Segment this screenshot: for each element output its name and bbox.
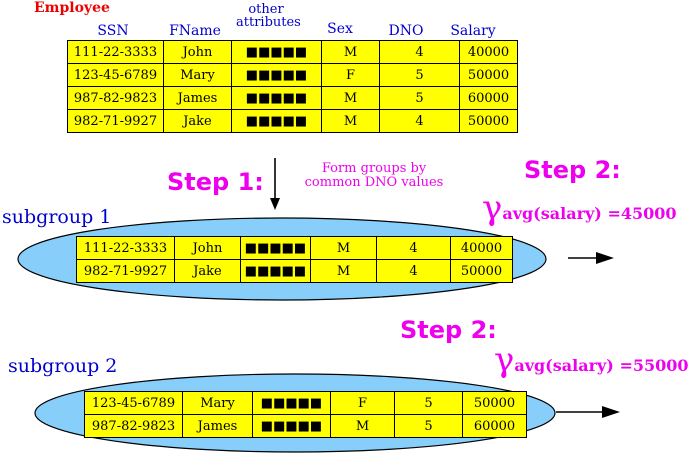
cell-sex: M xyxy=(321,86,380,110)
cell-salary: 60000 xyxy=(462,414,527,438)
table-row: 123-45-6789 Mary ■■■■■ F 5 50000 xyxy=(67,63,518,87)
table-row: 111-22-3333 John ■■■■■ M 4 40000 xyxy=(76,236,513,260)
subgroup-2-label: subgroup 2 xyxy=(8,355,118,377)
cell-fname: John xyxy=(163,40,232,64)
cell-salary: 50000 xyxy=(450,259,513,283)
cell-fname: James xyxy=(163,86,232,110)
cell-dno: 4 xyxy=(376,259,451,283)
step-1-note-line-1: Form groups by xyxy=(321,161,427,176)
cell-ssn: 123-45-6789 xyxy=(67,63,164,87)
cell-fname: Mary xyxy=(182,391,253,415)
gamma-symbol: γ xyxy=(494,340,515,380)
subgroup-2-table: 123-45-6789 Mary ■■■■■ F 5 50000 987-82-… xyxy=(84,391,527,438)
subgroup-2-step-label: Step 2: xyxy=(400,316,497,344)
subgroup-1-aggregate: γavg(salary) =45000 xyxy=(482,188,677,228)
subgroup-2-aggregate: γavg(salary) =55000 xyxy=(494,340,689,380)
header-dno: DNO xyxy=(388,23,424,39)
cell-fname: John xyxy=(174,236,241,260)
header-other-attributes: other attributes xyxy=(236,2,301,30)
cell-other: ■■■■■ xyxy=(252,414,331,438)
cell-other: ■■■■■ xyxy=(231,40,322,64)
cell-sex: M xyxy=(321,40,380,64)
subgroup-1-label: subgroup 1 xyxy=(2,206,112,228)
cell-dno: 4 xyxy=(379,40,460,64)
cell-dno: 4 xyxy=(379,109,460,133)
cell-sex: M xyxy=(310,259,377,283)
subgroup-1-arrow-head xyxy=(596,252,614,264)
table-row: 111-22-3333 John ■■■■■ M 4 40000 xyxy=(67,40,518,64)
cell-fname: James xyxy=(182,414,253,438)
cell-ssn: 111-22-3333 xyxy=(76,236,175,260)
employee-table: 111-22-3333 John ■■■■■ M 4 40000 123-45-… xyxy=(67,40,518,133)
cell-other: ■■■■■ xyxy=(231,86,322,110)
cell-ssn: 123-45-6789 xyxy=(84,391,183,415)
table-row: 987-82-9823 James ■■■■■ M 5 60000 xyxy=(67,86,518,110)
header-ssn: SSN xyxy=(97,23,129,39)
subgroup-1-aggregate-expression: avg(salary) =45000 xyxy=(502,204,677,223)
gamma-symbol: γ xyxy=(482,188,503,228)
cell-salary: 50000 xyxy=(459,109,518,133)
subgroup-1-table: 111-22-3333 John ■■■■■ M 4 40000 982-71-… xyxy=(76,236,513,283)
cell-salary: 50000 xyxy=(462,391,527,415)
cell-other: ■■■■■ xyxy=(240,259,311,283)
table-row: 987-82-9823 James ■■■■■ M 5 60000 xyxy=(84,414,527,438)
cell-other: ■■■■■ xyxy=(240,236,311,260)
cell-sex: M xyxy=(321,109,380,133)
cell-other: ■■■■■ xyxy=(252,391,331,415)
cell-sex: F xyxy=(330,391,395,415)
header-salary: Salary xyxy=(450,23,496,39)
table-row: 982-71-9927 Jake ■■■■■ M 4 50000 xyxy=(76,259,513,283)
cell-dno: 5 xyxy=(379,86,460,110)
employee-table-title: Employee xyxy=(34,0,110,16)
cell-ssn: 982-71-9927 xyxy=(76,259,175,283)
subgroup-2-aggregate-expression: avg(salary) =55000 xyxy=(514,356,689,375)
cell-salary: 40000 xyxy=(450,236,513,260)
cell-sex: F xyxy=(321,63,380,87)
cell-sex: M xyxy=(310,236,377,260)
cell-ssn: 987-82-9823 xyxy=(84,414,183,438)
step-1-note-line-2: common DNO values xyxy=(304,175,444,190)
cell-dno: 5 xyxy=(394,414,463,438)
cell-fname: Jake xyxy=(174,259,241,283)
table-row: 123-45-6789 Mary ■■■■■ F 5 50000 xyxy=(84,391,527,415)
subgroup-2-arrow-head xyxy=(602,406,620,418)
cell-salary: 60000 xyxy=(459,86,518,110)
cell-dno: 5 xyxy=(394,391,463,415)
cell-ssn: 982-71-9927 xyxy=(67,109,164,133)
cell-fname: Mary xyxy=(163,63,232,87)
step-1-arrow-head xyxy=(270,198,280,210)
header-fname: FName xyxy=(169,23,221,39)
cell-other: ■■■■■ xyxy=(231,63,322,87)
cell-sex: M xyxy=(330,414,395,438)
header-sex: Sex xyxy=(327,21,353,37)
cell-salary: 50000 xyxy=(459,63,518,87)
cell-fname: Jake xyxy=(163,109,232,133)
step-1-label: Step 1: xyxy=(167,168,264,196)
cell-salary: 40000 xyxy=(459,40,518,64)
step-1-note: Form groups by common DNO values xyxy=(288,162,460,190)
cell-ssn: 987-82-9823 xyxy=(67,86,164,110)
cell-dno: 5 xyxy=(379,63,460,87)
subgroup-1-step-label: Step 2: xyxy=(524,156,621,184)
cell-dno: 4 xyxy=(376,236,451,260)
table-row: 982-71-9927 Jake ■■■■■ M 4 50000 xyxy=(67,109,518,133)
cell-other: ■■■■■ xyxy=(231,109,322,133)
cell-ssn: 111-22-3333 xyxy=(67,40,164,64)
